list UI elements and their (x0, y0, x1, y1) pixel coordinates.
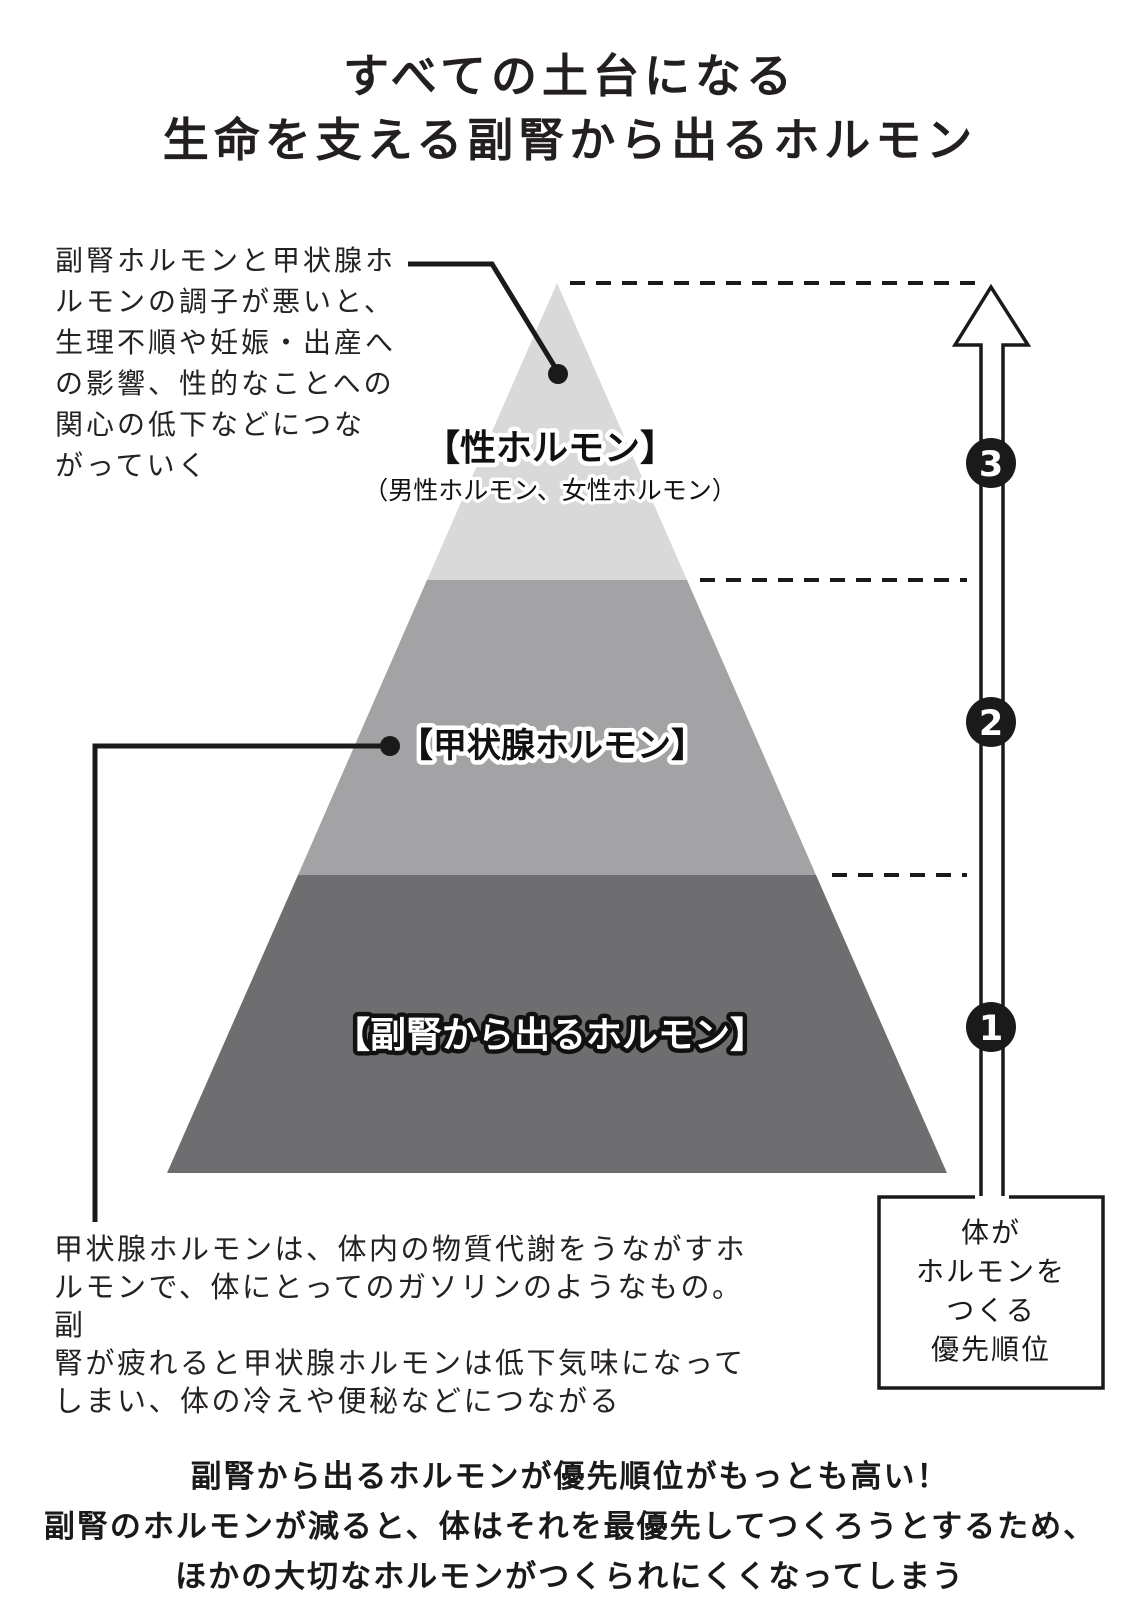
priority-box-label: 体が ホルモンを つくる 優先順位 (915, 1216, 1066, 1366)
rank-badge-1-circle (966, 1002, 1016, 1052)
priority-box (877, 1195, 1105, 1390)
label-adrenal-hormone: 【副腎から出るホルモン】 (334, 1015, 766, 1056)
pyramid-level-adrenal-hormone (167, 875, 947, 1173)
rank-badge-2-circle (966, 697, 1016, 747)
sublabel-sex-hormone: （男性ホルモン、女性ホルモン） (363, 476, 737, 505)
page-title: すべての土台になる 生命を支える副腎から出るホルモン (162, 49, 978, 167)
leader-line-thyroid-note (92, 743, 385, 1222)
pyramid-level-sex-hormone (427, 283, 687, 580)
label-sex-hormone: 【性ホルモン】 (424, 428, 676, 469)
footer-summary: 副腎から出るホルモンが優先順位がもっとも高い！ 副腎のホルモンが減ると、体はそれ… (43, 1459, 1097, 1595)
leader-dot-thyroid (380, 736, 400, 756)
rank-badge-2: 2 (966, 697, 1016, 747)
rank-badge-3: 3 (966, 438, 1016, 488)
leader-line-sex-hormone-note (408, 261, 561, 374)
note-thyroid-hormone: 甲状腺ホルモンは、体内の物質代謝をうながすホ ルモンで、体にとってのガソリンのよ… (54, 1232, 748, 1418)
leader-dot-sex-hormone (548, 364, 568, 384)
label-thyroid-hormone: 【甲状腺ホルモン】 (399, 726, 705, 766)
note-sex-hormone: 副腎ホルモンと甲状腺ホ ルモンの調子が悪いと、 生理不順や妊娠・出産へ の影響、… (55, 244, 397, 482)
rank-badge-1-number: 1 (979, 1009, 1003, 1049)
pyramid-level-thyroid-hormone (298, 580, 816, 875)
rank-badge-2-number: 2 (979, 704, 1003, 744)
rank-badge-1: 1 (966, 1002, 1016, 1052)
rank-badge-3-number: 3 (979, 445, 1003, 485)
rank-badge-3-circle (966, 438, 1016, 488)
